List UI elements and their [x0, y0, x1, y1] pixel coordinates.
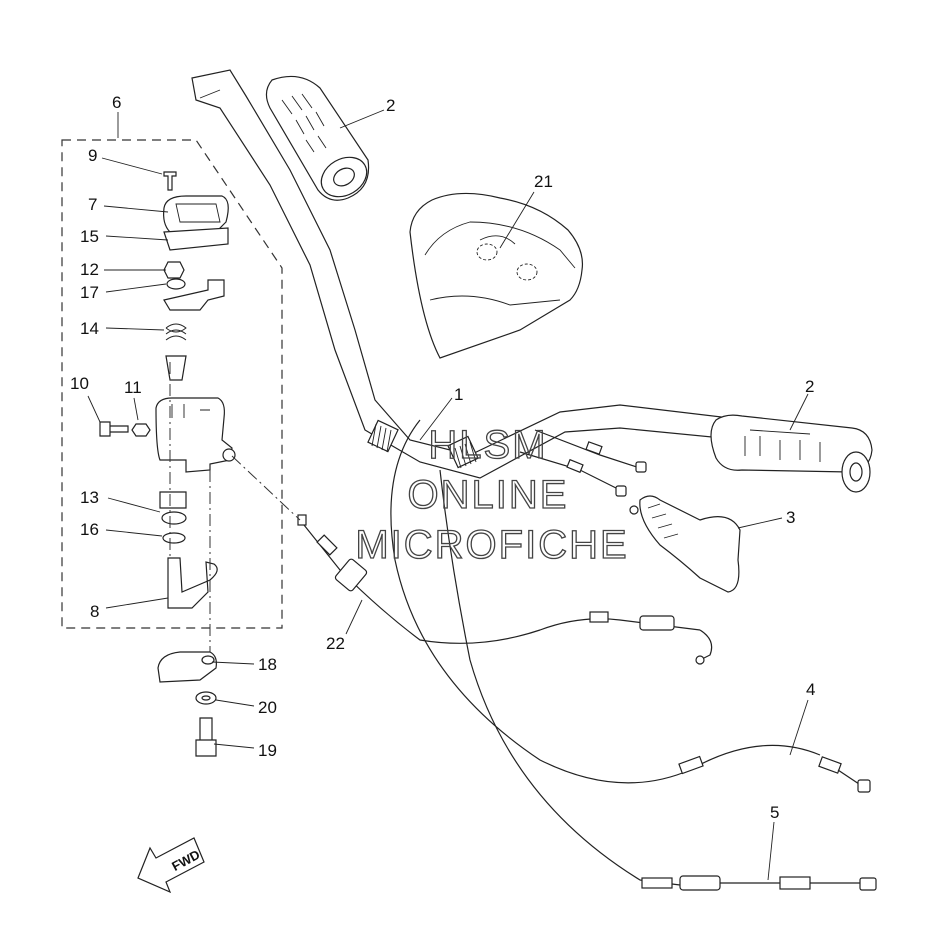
holder-hardware: [157, 651, 217, 757]
callout: 5: [770, 803, 779, 822]
callout: 7: [88, 195, 97, 214]
callout: 8: [90, 602, 99, 621]
forward-arrow-icon: FWD: [137, 837, 205, 894]
cables: [297, 419, 877, 891]
callout: 19: [258, 741, 277, 760]
callout: 6: [112, 93, 121, 112]
callout: 9: [88, 146, 97, 165]
throttle-assembly: [61, 139, 301, 660]
callout: 2: [386, 96, 395, 115]
callout: 13: [80, 488, 99, 507]
right-grip: [710, 414, 873, 493]
watermark-line-3: MICROFICHE: [355, 523, 628, 567]
callout-labels: 1 2 2 3 4 5 6 7 8 9 10 11 12 13 14 15 16…: [70, 93, 815, 822]
callout: 20: [258, 698, 277, 717]
callout: 1: [454, 385, 463, 404]
watermark-line-1: HLSM: [428, 423, 547, 467]
callout: 15: [80, 227, 99, 246]
cable-boot: [629, 495, 741, 593]
callout: 16: [80, 520, 99, 539]
callout: 17: [80, 283, 99, 302]
callout: 12: [80, 260, 99, 279]
cable-ends: [519, 429, 647, 497]
handlebar-cover: [409, 192, 584, 359]
callout: 4: [806, 680, 815, 699]
left-grip: [265, 75, 370, 201]
callout: 2: [805, 377, 814, 396]
callout: 14: [80, 319, 99, 338]
callout: 11: [124, 378, 142, 397]
leader-lines: [87, 109, 809, 881]
callout: 22: [326, 634, 345, 653]
callout: 10: [70, 374, 89, 393]
callout: 21: [534, 172, 553, 191]
callout: 3: [786, 508, 795, 527]
watermark: HLSM ONLINE MICROFICHE: [355, 422, 628, 567]
callout: 18: [258, 655, 277, 674]
watermark-line-2: ONLINE: [408, 473, 569, 517]
